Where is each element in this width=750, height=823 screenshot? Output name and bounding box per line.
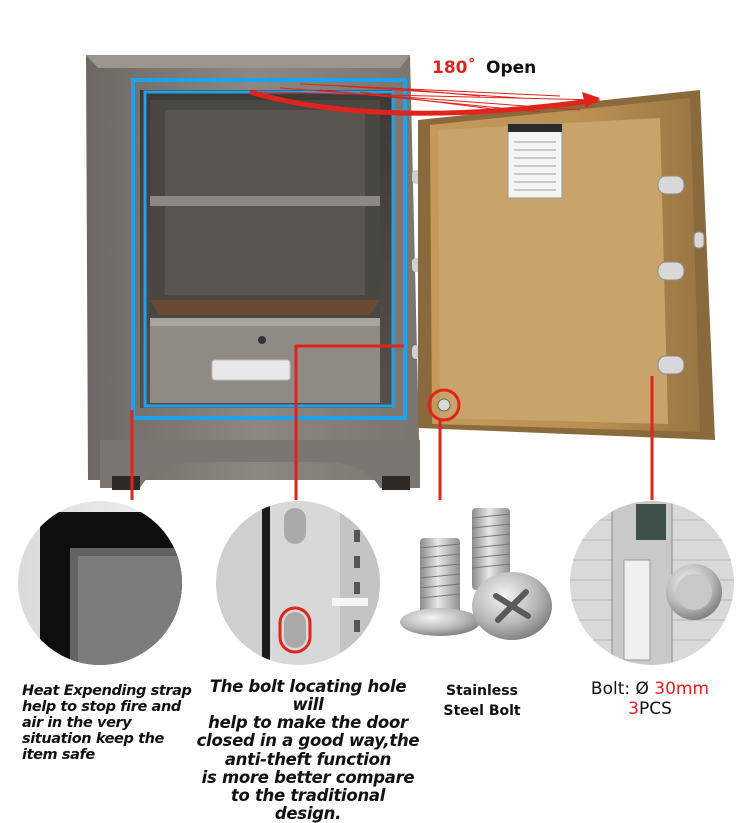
bolt-count: 3 [628,699,639,720]
caption-line: is more better compare [201,767,415,787]
open-text: Open [486,58,537,78]
caption-line: item safe [22,746,95,763]
caption-line: closed in a good way,the [196,731,420,751]
detail-bolt-hole [216,501,380,665]
caption-line: help to make the door [208,713,408,733]
caption-line: to the traditional design. [230,785,386,823]
caption-line: situation keep the [22,730,164,747]
caption-line: help to stop fire and [22,698,181,715]
detail-heat-strap [18,501,182,665]
safe-body [86,55,430,490]
caption-bolt-hole: The bolt locating hole will help to make… [196,677,420,823]
detail-caliper [570,501,734,665]
caption-line: anti-theft function [224,749,392,769]
bolt-count-line: 3PCS [570,699,730,719]
caption-line: Heat Expending strap [22,683,192,699]
bolt-size: 30mm [654,679,710,699]
caption-line: air in the very [22,714,132,731]
safe-door [418,90,715,440]
angle-value: 180˚ [432,58,476,78]
bolt-prefix: Bolt: Ø [590,679,655,699]
open-angle-arrow [249,83,601,116]
callout-leaders [130,344,654,500]
caption-heat-strap: Heat Expending strap help to stop fire a… [22,683,192,764]
stainless-screws [400,508,552,640]
caption-line: Steel Bolt [443,703,521,720]
caption-steel-bolt: Stainless Steel Bolt [432,681,532,722]
caption-line: Stainless [446,683,518,699]
caption-line: The bolt locating hole will [209,677,407,715]
bolt-size-line: Bolt: Ø 30mm [570,679,730,699]
caption-bolt-spec: Bolt: Ø 30mm 3PCS [570,679,730,720]
bolt-count-unit: PCS [638,699,672,720]
open-angle-label: 180˚ Open [432,58,536,78]
